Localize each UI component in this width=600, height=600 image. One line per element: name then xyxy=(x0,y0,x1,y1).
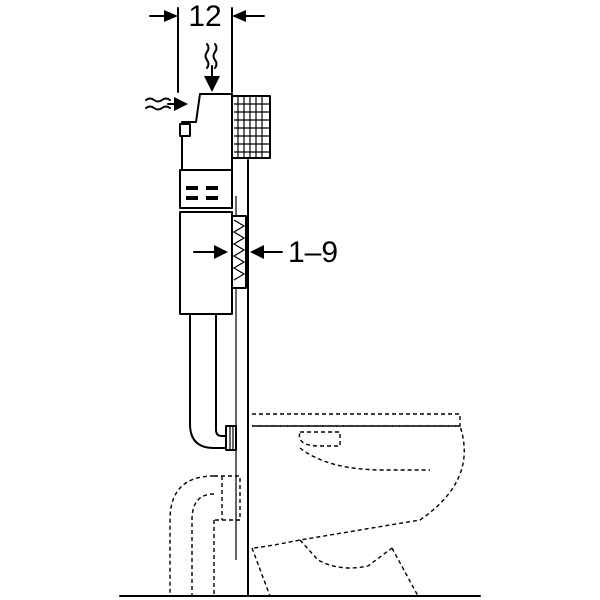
width-dimension-label: 12 xyxy=(188,0,221,33)
depth-dimension: 1–9 xyxy=(193,236,338,269)
drain-pipe xyxy=(169,475,241,596)
concealed-cistern xyxy=(179,169,247,315)
toilet-bowl xyxy=(251,413,465,597)
flush-pipe xyxy=(189,313,237,451)
depth-dimension-label: 1–9 xyxy=(288,236,338,269)
threaded-connector xyxy=(234,96,270,158)
width-dimension: 12 xyxy=(149,0,265,93)
wavy-flow-arrow-icon xyxy=(204,43,220,92)
cistern-valve-head xyxy=(179,93,271,171)
wavy-flow-arrow-icon xyxy=(145,97,188,111)
